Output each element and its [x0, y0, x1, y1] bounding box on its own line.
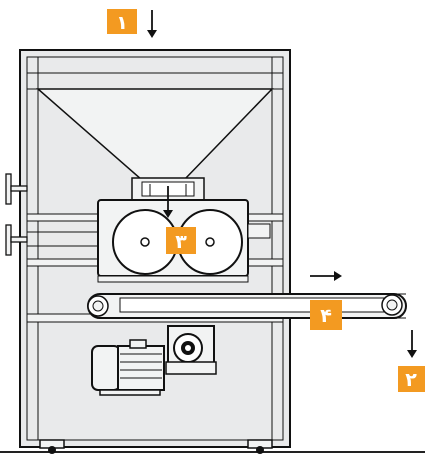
machine-feet	[39, 439, 273, 454]
conveyor	[87, 293, 407, 319]
svg-text:۳: ۳	[175, 231, 187, 253]
electric-motor	[91, 339, 165, 396]
svg-text:۴: ۴	[320, 305, 332, 327]
grinding-rollers	[112, 209, 243, 275]
callout-rollers: ۳	[166, 227, 196, 254]
inlet-arrow-icon	[147, 10, 157, 38]
handwheel-icon	[5, 173, 28, 256]
callout-conveyor: ۴	[310, 300, 342, 330]
left-roller-shaft	[140, 237, 150, 247]
gearbox	[165, 325, 217, 375]
feeder-box	[131, 177, 205, 201]
svg-text:۲: ۲	[405, 369, 417, 391]
feed-arrow-icon	[163, 186, 173, 218]
right-roller-shaft	[205, 237, 215, 247]
outlet-arrow-icon	[407, 330, 417, 358]
callout-inlet: ۱	[107, 9, 137, 34]
conveyor-direction-arrow-icon	[310, 271, 342, 281]
svg-text:۱: ۱	[116, 12, 128, 34]
callout-outlet: ۲	[398, 366, 425, 392]
